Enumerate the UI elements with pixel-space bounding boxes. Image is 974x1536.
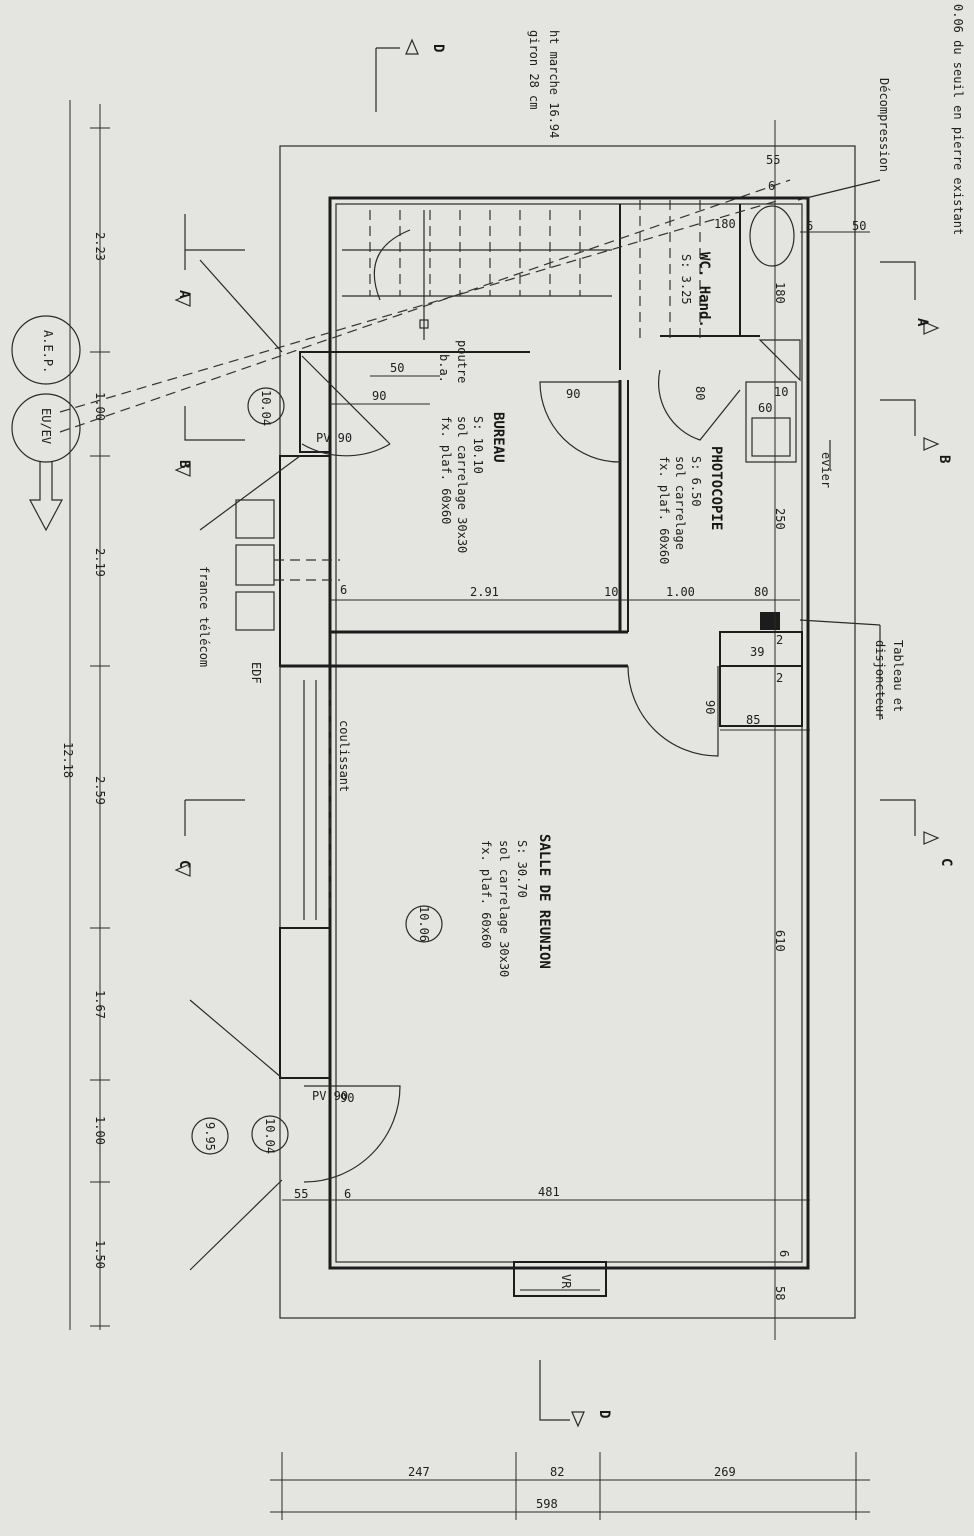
dim-100b: 1.00 xyxy=(93,1116,107,1145)
note-decompression: Décompression xyxy=(877,78,891,172)
room-bureau-name: BUREAU xyxy=(490,412,506,463)
dim-90b: 90 xyxy=(566,387,580,401)
room-wc-name: WC. Hand. xyxy=(696,252,712,328)
dim-80: 80 xyxy=(754,585,768,599)
note-poutre: poutre xyxy=(455,340,469,383)
room-photocopie-name: PHOTOCOPIE xyxy=(708,446,724,530)
dim-60: 60 xyxy=(758,401,772,415)
dim-291: 2.91 xyxy=(470,585,499,599)
note-tableau: Tableau et xyxy=(891,640,905,712)
section-a-left: A xyxy=(176,290,192,299)
room-bureau-floor: sol carrelage 30x30 xyxy=(455,416,469,553)
dimension-lines xyxy=(69,100,870,1520)
dim-598: 598 xyxy=(536,1497,558,1511)
meter-boxes xyxy=(235,499,340,631)
dim-6a: 6 xyxy=(768,179,775,193)
room-salle-name: SALLE DE REUNION xyxy=(536,834,552,969)
dim-219: 2.19 xyxy=(93,548,107,577)
level-2: 10.06 xyxy=(417,906,431,942)
room-bureau-ceiling: fx. plaf. 60x60 xyxy=(439,416,453,524)
dim-85: 85 xyxy=(746,713,760,727)
circle-euev: EU/EV xyxy=(39,408,53,444)
stair-slope-lines xyxy=(59,179,791,433)
section-b-right: B xyxy=(936,455,952,463)
dim-167: 1.67 xyxy=(93,990,107,1019)
dim-150: 1.50 xyxy=(93,1240,107,1269)
note-france-telecom: france télécom xyxy=(197,566,211,667)
dim-6c: 6 xyxy=(340,583,347,597)
dim-610: 610 xyxy=(773,930,787,952)
staircase xyxy=(342,200,701,340)
room-bureau-surface: S: 10.10 xyxy=(471,416,485,474)
dim-1218: 12.18 xyxy=(61,742,75,778)
note-coulissant: coulissant xyxy=(337,720,351,792)
note-edf: EDF xyxy=(249,662,263,684)
dim-259: 2.59 xyxy=(93,776,107,805)
note-vr: VR xyxy=(559,1274,573,1289)
section-d-top: D xyxy=(430,44,446,52)
room-photocopie-floor: sol carrelage xyxy=(673,456,687,550)
dim-269: 269 xyxy=(714,1465,736,1479)
section-a-right: A xyxy=(914,318,930,327)
dim-50a: 50 xyxy=(390,361,404,375)
note-stairs-giron: giron 28 cm xyxy=(527,30,541,109)
walls xyxy=(279,196,810,1297)
room-salle-ceiling: fx. plaf. 60x60 xyxy=(479,840,493,948)
level-4: 9.95 xyxy=(203,1122,217,1151)
note-seuil: 0.06 du seuil en pierre existant xyxy=(951,4,965,235)
dim-10a: 10 xyxy=(604,585,618,599)
dim-247: 247 xyxy=(408,1465,430,1479)
dim-55a: 55 xyxy=(766,153,780,167)
dim-90c: 90 xyxy=(703,700,717,714)
section-d-bottom: D xyxy=(596,1410,612,1418)
dim-55b: 55 xyxy=(294,1187,308,1201)
dim-2a: 2 xyxy=(776,633,783,647)
circle-aep: A.E.P. xyxy=(41,330,55,373)
dim-6d: 6 xyxy=(344,1187,351,1201)
network-circles xyxy=(11,315,81,532)
level-3: 10.04 xyxy=(263,1118,277,1154)
section-c-left: C xyxy=(176,860,192,868)
leader-lines xyxy=(189,179,881,1271)
note-ba: b.a. xyxy=(437,354,451,383)
room-salle-surface: S: 30.70 xyxy=(515,840,529,898)
note-pv90-bottom: PV 90 xyxy=(312,1089,348,1103)
dim-10b: 10 xyxy=(774,385,788,399)
room-wc-surface: S: 3.25 xyxy=(679,254,693,305)
dim-82: 82 xyxy=(550,1465,564,1479)
doors xyxy=(301,355,741,1183)
dim-50b: 50 xyxy=(852,219,866,233)
room-salle-floor: sol carrelage 30x30 xyxy=(497,840,511,977)
dim-90d: 90 xyxy=(340,1091,354,1105)
section-b-left: B xyxy=(176,460,192,468)
room-photocopie-ceiling: fx. plaf. 60x60 xyxy=(657,456,671,564)
dim-39: 39 xyxy=(750,645,764,659)
dim-180b: 180 xyxy=(773,282,787,304)
dim-6e: 6 xyxy=(777,1250,791,1257)
dim-58: 58 xyxy=(773,1286,787,1300)
dim-2b: 2 xyxy=(776,671,783,685)
section-markers xyxy=(174,38,940,1428)
note-pv90-top: PV 90 xyxy=(316,431,352,445)
dim-250: 250 xyxy=(773,508,787,530)
section-c-right: C xyxy=(938,858,954,866)
dim-481: 481 xyxy=(538,1185,560,1199)
dim-80b: 80 xyxy=(693,386,707,400)
level-1: 10.04 xyxy=(259,390,273,426)
note-evier: evier xyxy=(819,452,833,488)
dim-223: 2.23 xyxy=(93,232,107,261)
dim-180a: 180 xyxy=(714,217,736,231)
dim-90a: 90 xyxy=(372,389,386,403)
labels: 0.06 du seuil en pierre existant Décompr… xyxy=(39,4,965,1511)
dim-6b: 6 xyxy=(806,219,813,233)
room-photocopie-surface: S: 6.50 xyxy=(689,456,703,507)
note-stairs-height: ht marche 16.94 xyxy=(547,30,561,138)
dim-100a: 1.00 xyxy=(93,392,107,421)
note-disjoncteur: disjoncteur xyxy=(873,640,887,719)
dim-100c: 1.00 xyxy=(666,585,695,599)
building-outline xyxy=(279,145,856,1319)
sanitary-fixtures xyxy=(745,205,801,630)
level-circles xyxy=(191,387,443,1155)
